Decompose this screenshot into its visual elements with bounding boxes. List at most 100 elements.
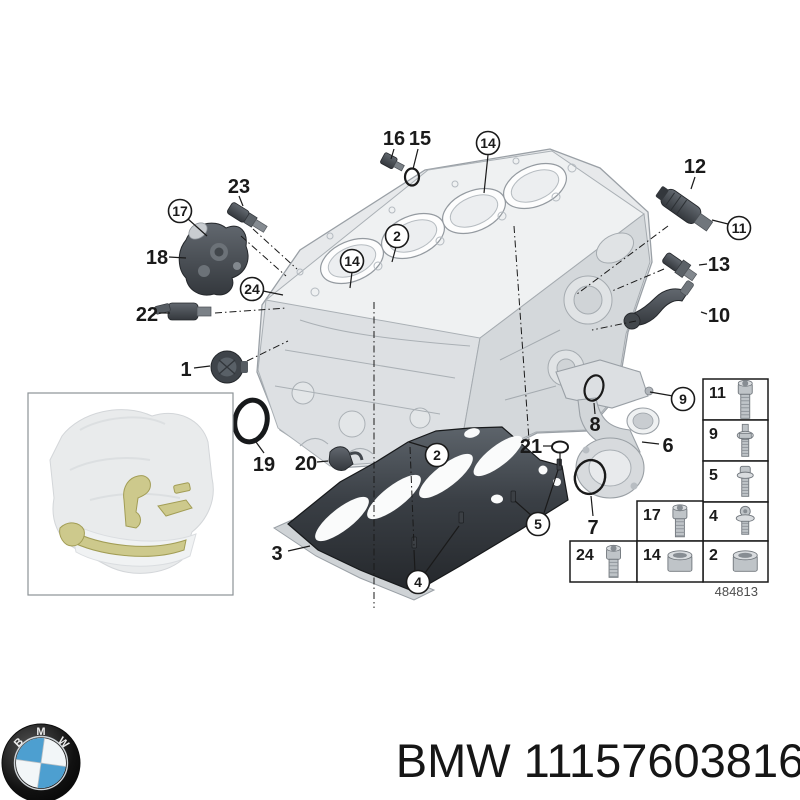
callout-circled-14: 14 (339, 248, 365, 274)
callout-circled-24: 24 (239, 276, 265, 302)
bracket-part-20 (328, 446, 364, 471)
callout-12: 12 (684, 156, 706, 178)
callout-circled-17: 17 (167, 198, 193, 224)
leader-line-dashdot (409, 446, 415, 547)
callout-circled-11: 11 (726, 215, 752, 241)
callout-circle (405, 569, 431, 595)
legend-cell-number: 14 (643, 547, 661, 564)
leader-line (255, 441, 265, 454)
callout-number: 14 (344, 253, 360, 269)
callout-circled-9: 9 (670, 386, 696, 412)
bolt-part-16 (380, 152, 405, 172)
callout-21: 21 (520, 436, 542, 458)
callout-circle (424, 442, 450, 468)
legend-cell-number: 5 (709, 467, 718, 484)
leader-line (698, 263, 708, 266)
coolant-flange-drawing (555, 359, 660, 499)
callout-circle (475, 130, 501, 156)
leader-line (390, 148, 395, 160)
callout-23: 23 (228, 176, 250, 198)
callout-10: 10 (708, 305, 730, 327)
leader-line (641, 441, 660, 445)
drawing-number: 484813 (715, 584, 758, 599)
callout-18: 18 (146, 247, 168, 269)
callout-circled-5: 5 (525, 511, 551, 537)
leader-line (193, 365, 211, 369)
callout-number: 11 (732, 220, 747, 236)
leader-line (391, 246, 397, 263)
bedplate-drawing (287, 426, 569, 593)
callout-number: 14 (480, 135, 496, 151)
callout-16: 16 (383, 128, 405, 150)
leader-lines (159, 148, 729, 608)
callout-20: 20 (295, 453, 317, 475)
plug-part-1 (210, 350, 248, 384)
leader-line (483, 154, 489, 194)
legend-cell-17: 17 (636, 500, 704, 542)
thermostat-housing-part-18 (178, 222, 249, 296)
leader-line (711, 219, 729, 225)
callout-circled-14: 14 (475, 130, 501, 156)
callout-13: 13 (708, 254, 730, 276)
legend-cell-number: 9 (709, 426, 718, 443)
fastener-icon-sleeve (732, 550, 758, 572)
legend-cell-number: 4 (709, 508, 718, 525)
legend-cell-24: 24 (569, 540, 638, 583)
pipe-part-10 (623, 280, 694, 330)
callout-22: 22 (136, 304, 158, 326)
callout-circle (167, 198, 193, 224)
legend-cell-number: 2 (709, 547, 718, 564)
legend-cell-border (702, 460, 769, 503)
callout-circled-2: 2 (384, 223, 410, 249)
leader-line (349, 271, 353, 289)
sensor-part-23 (226, 202, 268, 233)
callout-circle (670, 386, 696, 412)
fastener-icon-flange_bolt (735, 505, 755, 535)
callout-number: 5 (534, 516, 542, 532)
leader-line (700, 311, 708, 315)
part-number-text: BMW 11157603816 (396, 734, 800, 787)
legend-cell-border (569, 540, 638, 583)
legend-cell-14: 14 (636, 540, 704, 583)
oring-part-21 (551, 440, 569, 454)
callout-number: 2 (393, 228, 401, 244)
engine-thumbnail (27, 392, 234, 596)
callout-1: 1 (180, 359, 191, 381)
bmw-logo: BMW (1, 723, 81, 800)
sensor-part-12 (655, 186, 714, 232)
leader-line (649, 391, 674, 397)
fastener-icon-stud_bolt (736, 423, 754, 457)
callout-circle (384, 223, 410, 249)
leader-line (690, 176, 696, 190)
legend-cell-9: 9 (702, 419, 769, 462)
leader-line (542, 469, 559, 517)
leader-line-dashdot (214, 307, 288, 314)
callout-7: 7 (587, 517, 598, 539)
legend-cell-5: 5 (702, 460, 769, 503)
callout-circle (239, 276, 265, 302)
legend-cell-number: 24 (576, 547, 594, 564)
leader-line-dashdot (513, 225, 530, 441)
leader-line (593, 402, 596, 415)
fastener-icon-socket_screw (672, 504, 688, 538)
legend-cell-11: 11 (702, 378, 769, 421)
legend-cell-border (636, 500, 704, 542)
sensor-part-13 (662, 252, 698, 282)
callout-6: 6 (662, 435, 673, 457)
leader-line (412, 148, 419, 170)
leader-line (287, 545, 311, 552)
leader-line (590, 495, 594, 517)
fastener-icon-socket_screw (606, 544, 621, 578)
seal-part-19 (232, 397, 270, 445)
leader-line (238, 195, 244, 207)
callout-number: 17 (172, 203, 188, 219)
oring-part-8 (583, 374, 605, 402)
fastener-icon-socket_bolt_long (737, 379, 753, 419)
leader-line-dashdot (252, 228, 298, 270)
logo-letter: M (36, 726, 45, 738)
legend-cell-number: 17 (643, 507, 661, 524)
oring-part-15 (403, 167, 421, 187)
